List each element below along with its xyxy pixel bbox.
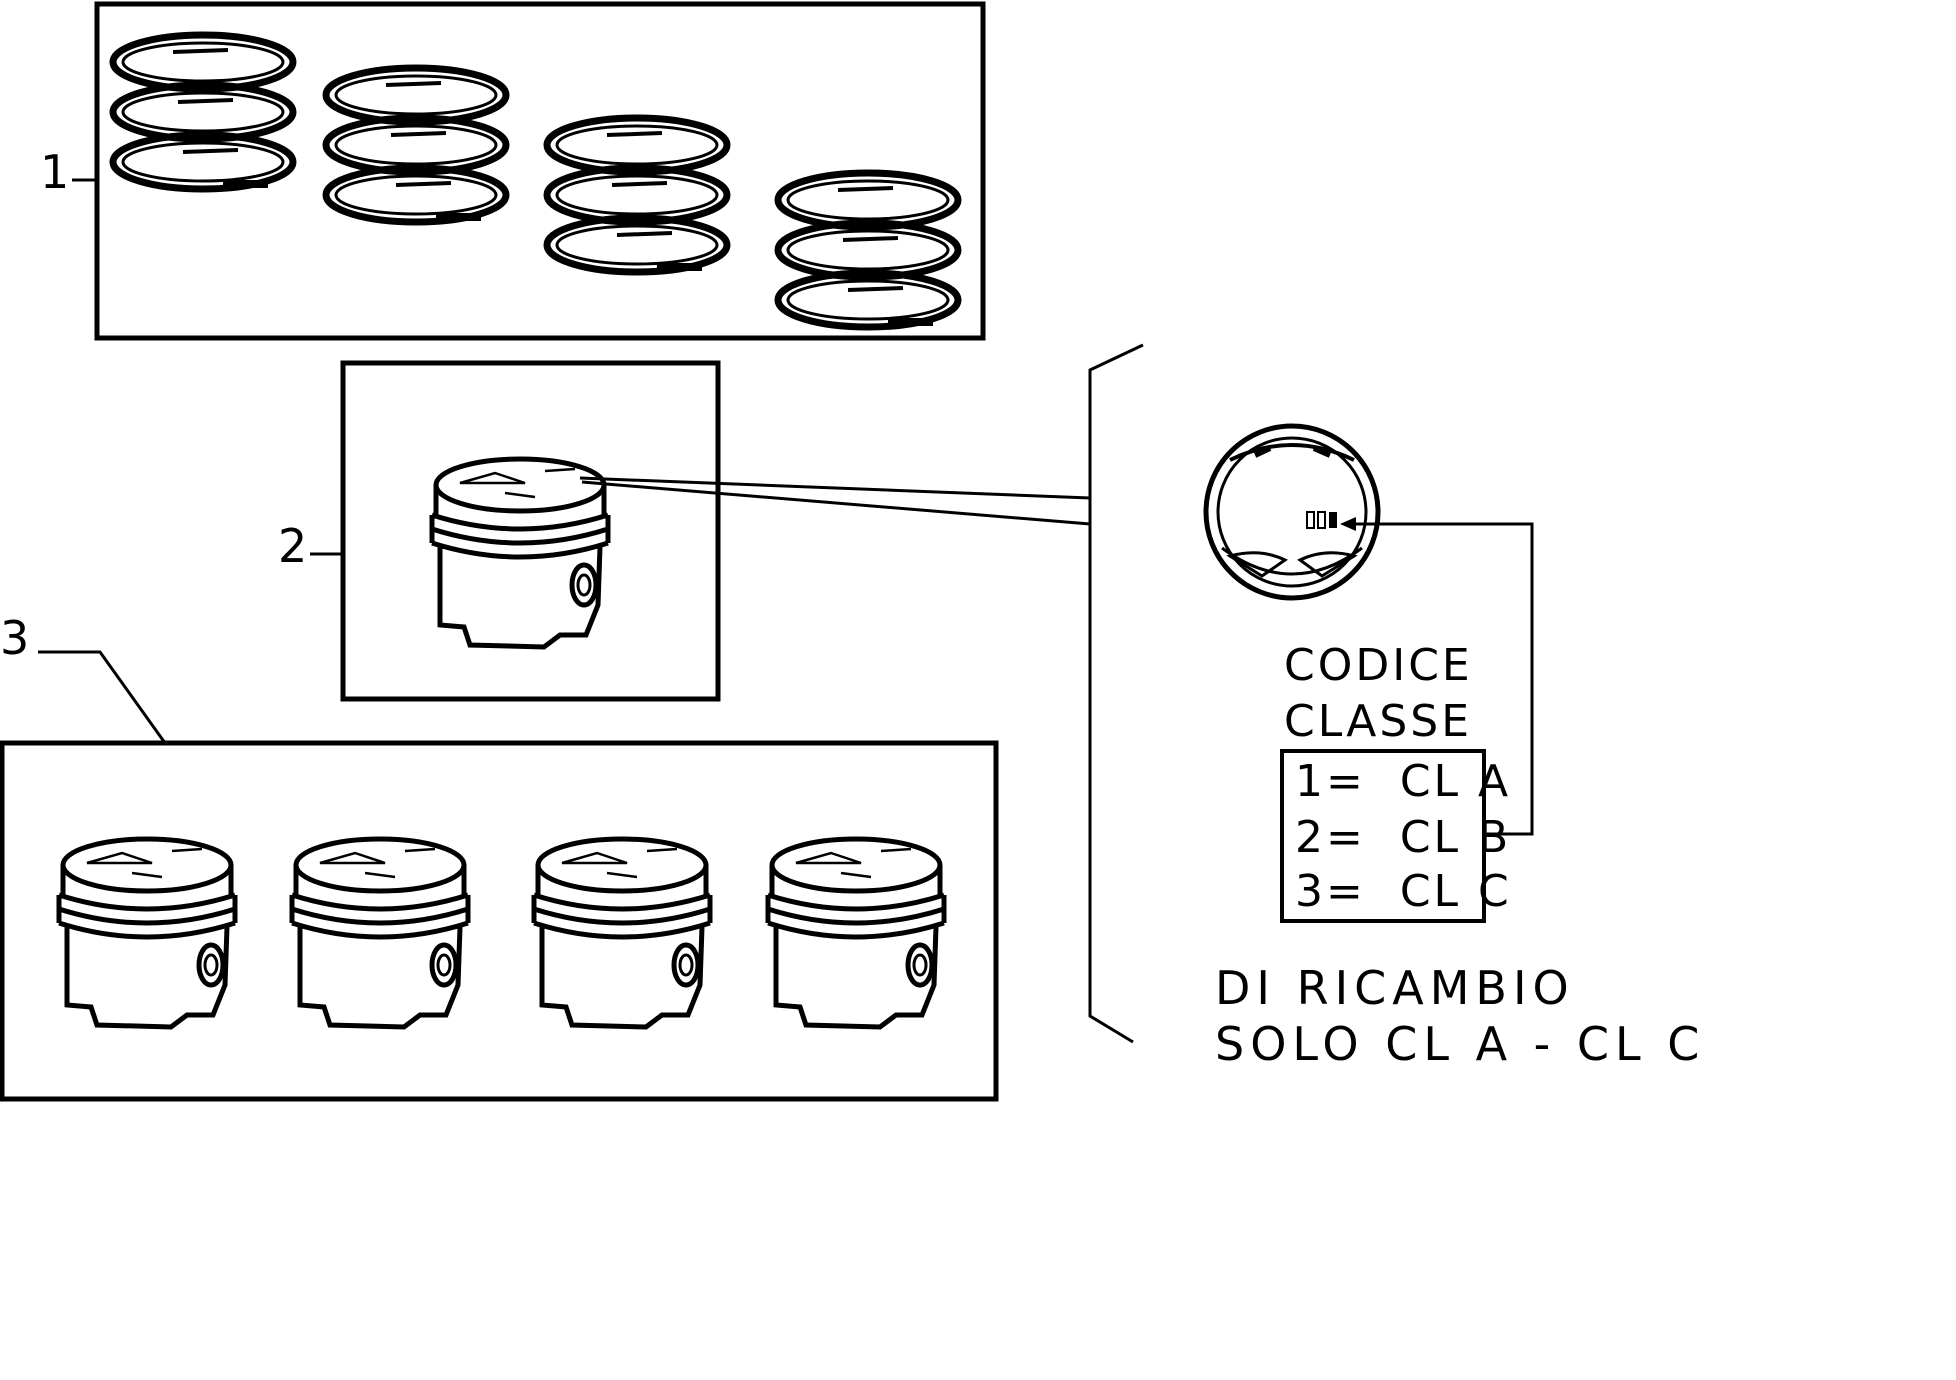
legend-row-3: 3= CL C <box>1295 866 1512 917</box>
single-piston-box <box>340 360 721 702</box>
class-code-mark <box>1306 511 1337 529</box>
legend-title-line1: CODICE <box>1284 640 1473 691</box>
legend-title-line2: CLASSE <box>1284 696 1472 747</box>
note-line-1: DI RICAMBIO <box>1215 961 1575 1015</box>
piston-ring-set-icon <box>113 35 293 189</box>
piston-icon <box>292 839 468 1027</box>
detail-leader-lines <box>579 343 1144 1044</box>
callout-1-label: 1 <box>40 145 69 199</box>
note-line-2: SOLO CL A - CL C <box>1215 1017 1705 1071</box>
piston-ring-set-icon <box>547 118 727 272</box>
legend-row-1: 1= CL A <box>1295 756 1511 807</box>
callout-3-label: 3 <box>0 611 29 665</box>
piston-ring-set-icon <box>326 68 506 222</box>
piston-ring-set-icon <box>778 173 958 327</box>
ring-sets-box <box>94 1 986 341</box>
legend-box <box>1280 749 1486 923</box>
callout-2-label: 2 <box>278 519 307 573</box>
class-code-arrow <box>1340 517 1534 836</box>
piston-icon <box>534 839 710 1027</box>
piston-icon <box>59 839 235 1027</box>
callout-3-leader <box>38 650 167 744</box>
piston-set-box <box>0 740 999 1102</box>
piston-icon <box>768 839 944 1027</box>
piston-icon <box>432 459 608 647</box>
piston-crown-top-view-icon <box>1203 423 1381 601</box>
legend-row-2: 2= CL B <box>1295 812 1511 863</box>
